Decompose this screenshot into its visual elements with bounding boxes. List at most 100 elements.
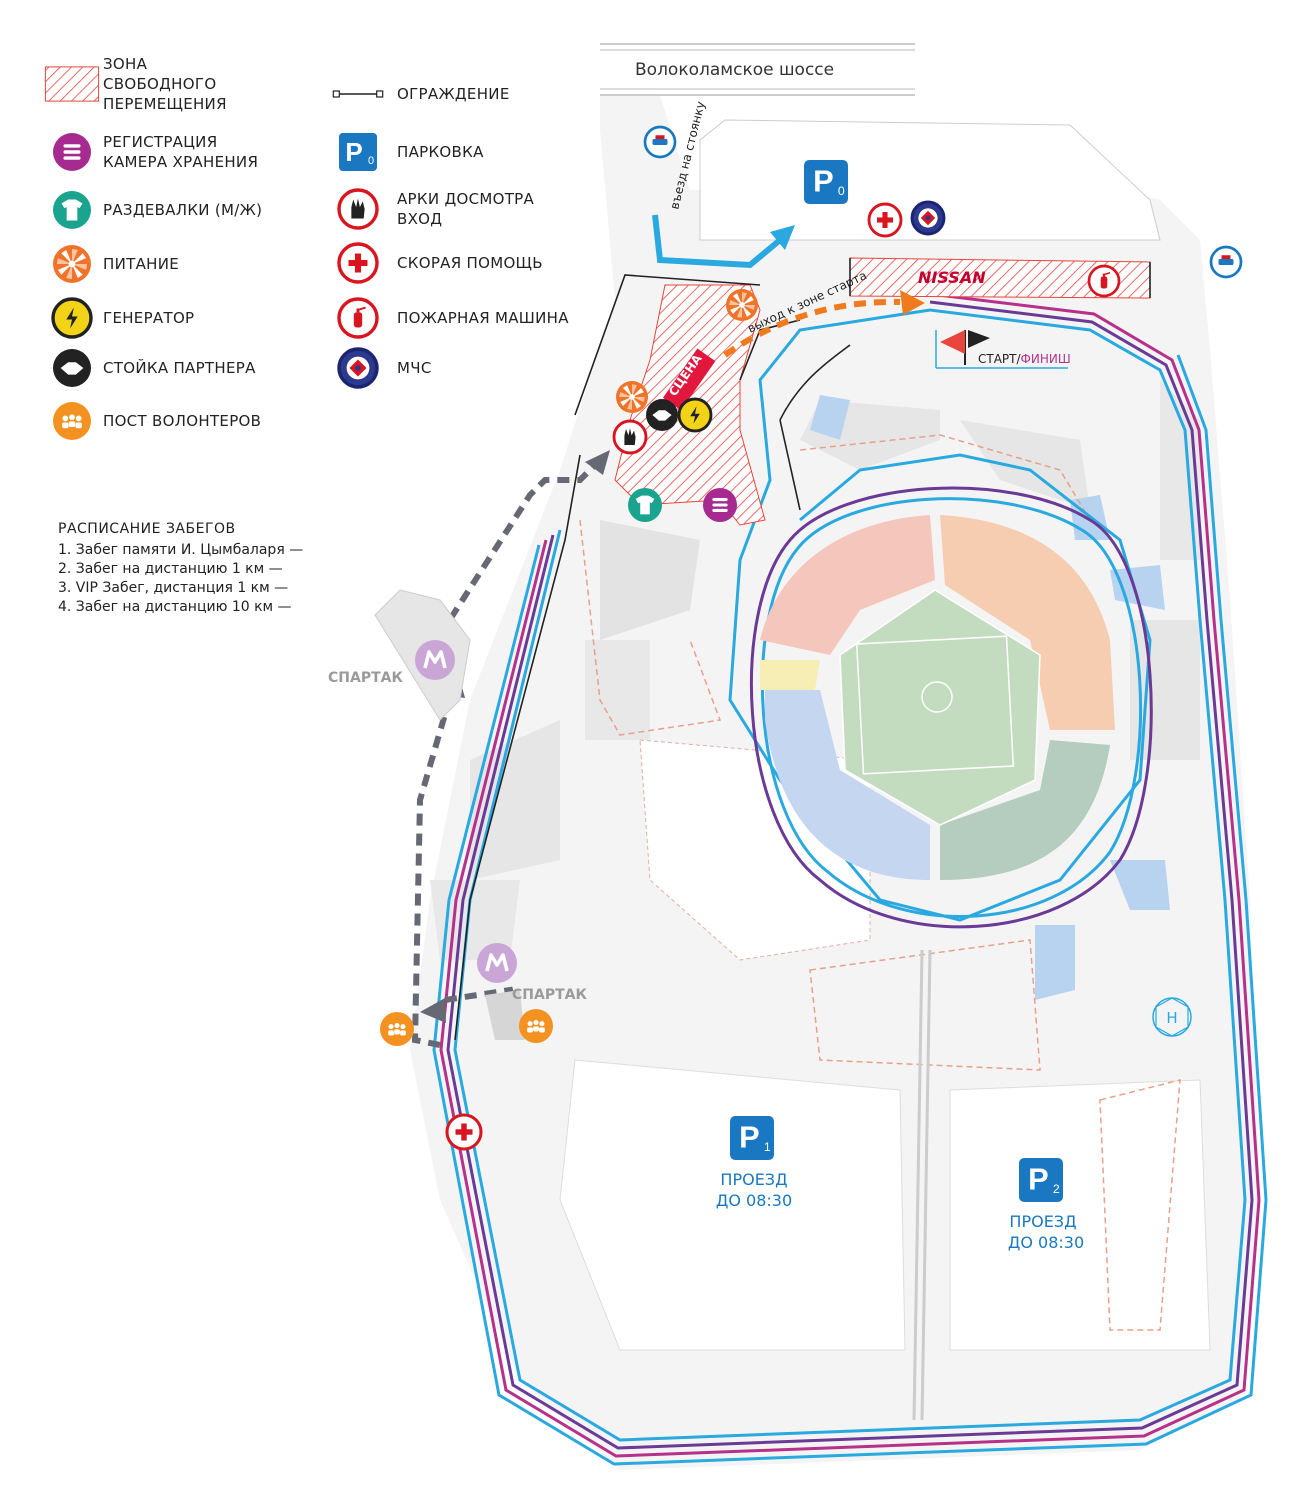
generator-icon [677,397,713,433]
emergency-ministry-icon [337,347,379,389]
metro-label-top: СПАРТАК [328,670,403,686]
exit-route-arrowhead [900,290,925,315]
fire-truck-icon-legend [337,297,379,339]
schedule-item: 2. Забег на дистанцию 1 км — [58,561,283,577]
security-arch-icon [612,419,648,455]
route-arrowhead-1 [585,450,610,475]
legend-label-line: КАМЕРА ХРАНЕНИЯ [103,153,259,171]
generator-icon [51,297,93,339]
legend-label-line: АРКИ ДОСМОТРА [397,190,535,208]
p2-note-line2: ДО 08:30 [1008,1233,1084,1252]
parking-sign-p0-letter: P [813,164,834,199]
ambulance-icon [445,1113,483,1151]
registration-icon [703,488,737,522]
volunteers-icon-legend [53,402,91,440]
legend-label-line: ВХОД [397,210,443,228]
legend-label-line: СКОРАЯ ПОМОЩЬ [397,254,543,272]
legend-label: СТОЙКА ПАРТНЕРА [103,358,256,378]
legend-label: РЕГИСТРАЦИЯ КАМЕРА ХРАНЕНИЯ [103,132,258,172]
legend-label: ЗОНА СВОБОДНОГО ПЕРЕМЕЩЕНИЯ [103,54,227,114]
fire-truck-icon [337,297,379,339]
food-icon [616,381,648,413]
volunteers-icon [53,402,91,440]
food-icon [726,289,758,321]
emergency-ministry-icon [910,200,946,236]
legend-label: ОГРАЖДЕНИЕ [397,84,510,104]
legend-label: МЧС [397,358,432,378]
parking-sub: 0 [368,155,374,167]
parking-entry-arrow [652,214,782,269]
legend-label-line: МЧС [397,359,432,377]
start-finish-flags [935,330,1068,369]
security-arch-icon-legend [337,188,379,230]
start-text: СТАРТ/ [978,352,1021,366]
free-zone-hatch-icon-legend [44,66,100,102]
race-schedule: РАСПИСАНИЕ ЗАБЕГОВ 1. Забег памяти И. Цы… [58,520,303,617]
schedule-item: 3. VIP Забег, дистанция 1 км — [58,580,289,596]
legend-label: ПАРКОВКА [397,142,484,162]
legend-label: СКОРАЯ ПОМОЩЬ [397,253,543,273]
registration-icon-legend [53,133,91,171]
legend-label-line: ПОЖАРНАЯ МАШИНА [397,309,569,327]
police-icon [643,125,677,159]
legend-label-line: ГЕНЕРАТОР [103,309,195,327]
legend-label: РАЗДЕВАЛКИ (М/Ж) [103,200,262,220]
generator-icon-legend [51,297,93,339]
food-icon [53,245,91,283]
p2-note-line1: ПРОЕЗД [1009,1212,1076,1231]
schedule-item: 4. Забег на дистанцию 10 км — [58,599,292,615]
fence-icon [332,90,384,98]
parking-sign-p0-sub: 0 [838,184,845,198]
finish-text: ФИНИШ [1021,352,1071,366]
legend-label-line: ПЕРЕМЕЩЕНИЯ [103,95,227,113]
registration-icon [53,133,91,171]
legend-label-line: ПИТАНИЕ [103,255,180,273]
legend-label-line: РЕГИСТРАЦИЯ [103,133,218,151]
legend-label-line: ОГРАЖДЕНИЕ [397,85,510,103]
partner-stand-icon [646,399,678,431]
ambulance-icon [337,242,379,284]
metro-icon [415,640,455,680]
nissan-label: NISSAN [918,268,986,287]
changing-room-icon [53,191,91,229]
p1-note-line1: ПРОЕЗД [720,1170,787,1189]
emergency-ministry-icon-legend [337,347,379,389]
legend-label-line: ПОСТ ВОЛОНТЕРОВ [103,412,262,430]
legend-label-line: СТОЙКА ПАРТНЕРА [103,359,256,377]
legend-label-line: РАЗДЕВАЛКИ (М/Ж) [103,201,263,219]
schedule-title: РАСПИСАНИЕ ЗАБЕГОВ [58,521,236,537]
legend-label: ПОСТ ВОЛОНТЕРОВ [103,411,261,431]
legend-label: ПОЖАРНАЯ МАШИНА [397,308,569,328]
parking-icon [339,133,377,171]
parking-sign-p1-letter: P [739,1120,760,1155]
partner-stand-icon-legend [53,349,91,387]
metro-routes [411,457,603,1048]
fire-truck-icon [1087,264,1121,298]
parking-sign-p1-sub: 1 [764,1140,771,1154]
legend-label-line: ЗОНА [103,55,148,73]
metro-icon [477,943,517,983]
food-icon-legend [53,245,91,283]
parking-letter: P [345,137,362,167]
stage-tag [662,348,716,411]
legend-label: ГЕНЕРАТОР [103,308,194,328]
security-arch-icon [337,188,379,230]
legend-label-line: СВОБОДНОГО [103,75,217,93]
ambulance-icon [867,202,903,238]
partner-stand-icon [53,349,91,387]
volunteers-icon [519,1009,553,1043]
ambulance-icon-legend [337,242,379,284]
metro-label-bottom: СПАРТАК [512,987,587,1003]
highway-label: Волоколамское шоссе [635,60,834,80]
parking-entry-arrowhead [770,225,795,250]
schedule-item: 1. Забег памяти И. Цымбаларя — [58,542,304,558]
stadium [760,515,1115,880]
helipad [1152,997,1192,1037]
route-arrowhead-3 [420,998,446,1023]
p1-note-line2: ДО 08:30 [716,1191,792,1210]
